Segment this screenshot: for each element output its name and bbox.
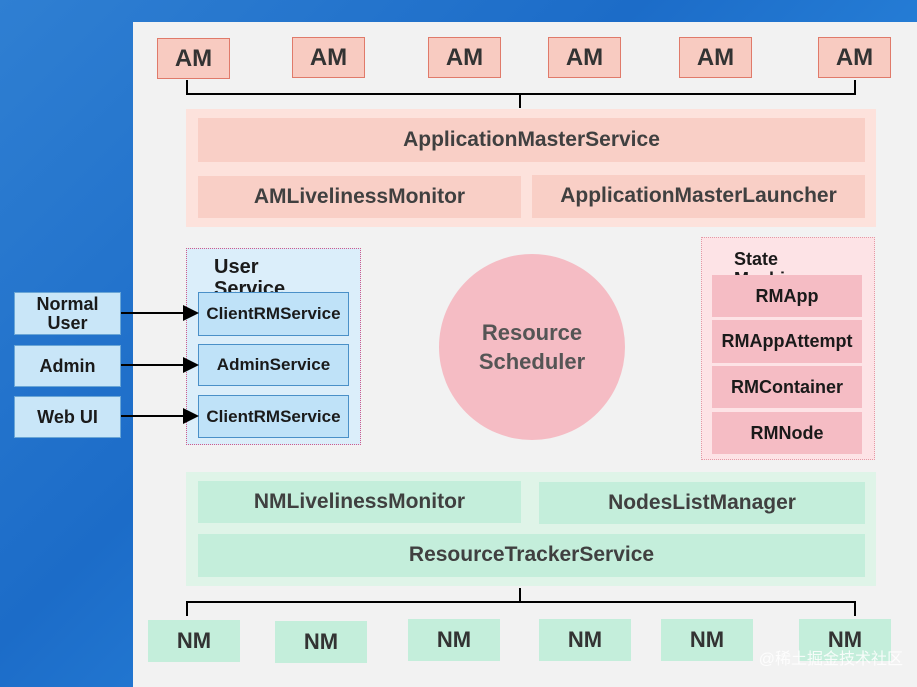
application-master-service: ApplicationMasterService: [198, 118, 865, 162]
client-rm-service-1: ClientRMService: [198, 292, 349, 336]
nodes-list-manager: NodesListManager: [539, 482, 865, 524]
admin-client: Admin: [14, 345, 121, 387]
nm-box: NM: [148, 620, 240, 662]
nm-box: NM: [661, 619, 753, 661]
nm-liveliness-monitor: NMLivelinessMonitor: [198, 481, 521, 523]
rm-app: RMApp: [712, 275, 862, 317]
nm-box: NM: [275, 621, 367, 663]
am-box: AM: [157, 38, 230, 79]
am-box: AM: [548, 37, 621, 78]
application-master-launcher: ApplicationMasterLauncher: [532, 175, 865, 218]
nm-bracket: [186, 601, 856, 616]
resource-scheduler-label: Resource Scheduler: [478, 320, 586, 374]
rm-node: RMNode: [712, 412, 862, 454]
resource-scheduler: Resource Scheduler: [439, 254, 625, 440]
nm-box: NM: [539, 619, 631, 661]
am-liveliness-monitor: AMLivelinessMonitor: [198, 176, 521, 218]
am-box: AM: [818, 37, 891, 78]
web-ui-client: Web UI: [14, 396, 121, 438]
normal-user-client: Normal User: [14, 292, 121, 335]
am-box: AM: [428, 37, 501, 78]
admin-service: AdminService: [198, 344, 349, 386]
client-rm-service-2: ClientRMService: [198, 395, 349, 438]
nm-box: NM: [408, 619, 500, 661]
am-box: AM: [679, 37, 752, 78]
watermark: @稀土掘金技术社区: [758, 651, 903, 668]
resource-tracker-service: ResourceTrackerService: [198, 534, 865, 577]
rm-app-attempt: RMAppAttempt: [712, 320, 862, 363]
am-box: AM: [292, 37, 365, 78]
rm-container: RMContainer: [712, 366, 862, 408]
am-bracket: [186, 80, 856, 95]
nm-box: NM: [799, 619, 891, 661]
